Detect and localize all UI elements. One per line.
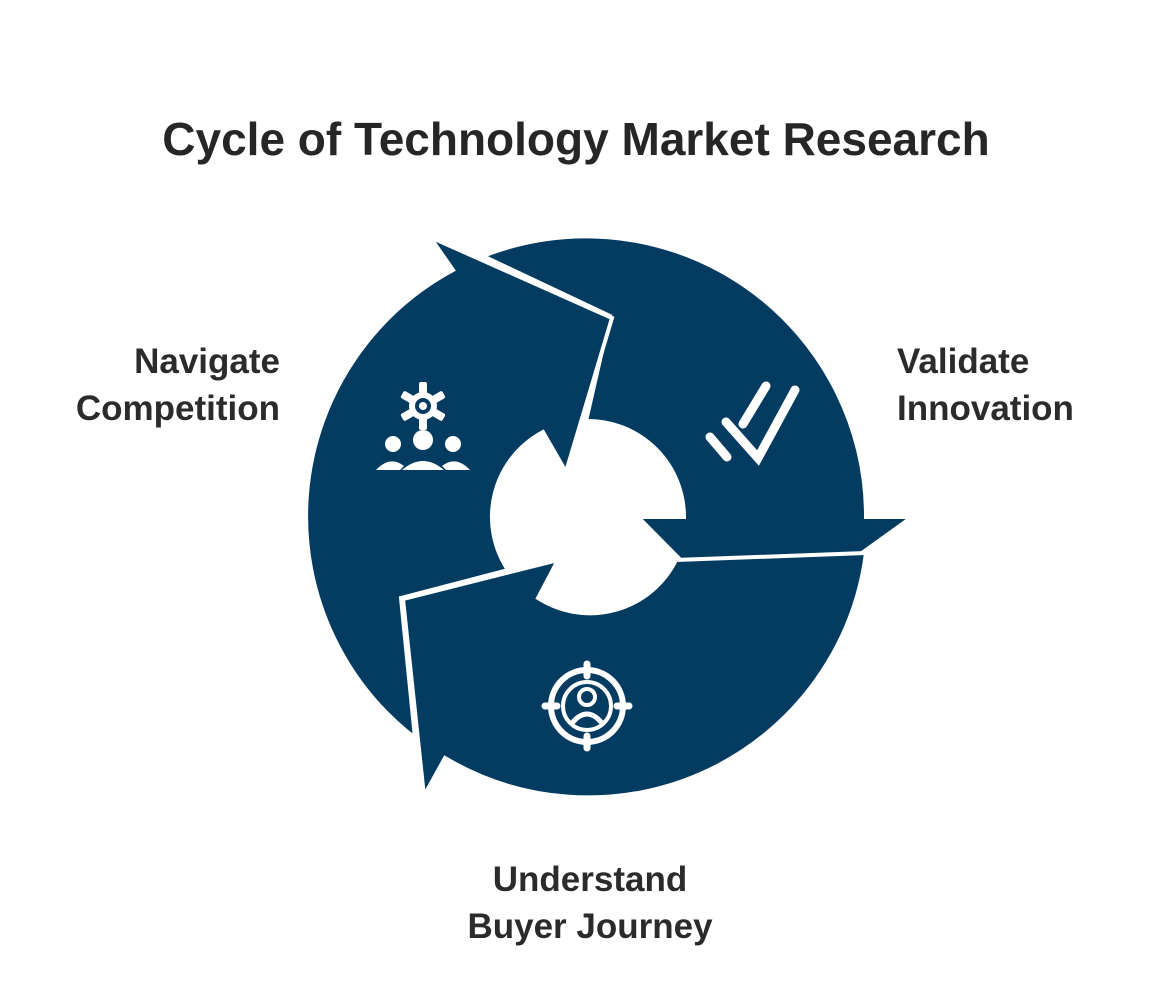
segment-validate-innovation xyxy=(477,234,919,635)
label-validate-line2: Innovation xyxy=(897,389,1074,428)
label-navigate-line2: Competition xyxy=(75,389,280,428)
label-validate-line1: Validate xyxy=(897,342,1030,381)
segment-understand-buyer-journey xyxy=(400,550,869,803)
label-navigate-line1: Navigate xyxy=(134,342,280,381)
label-buyer-line1: Understand xyxy=(492,860,688,899)
diagram-title: Cycle of Technology Market Research xyxy=(162,113,990,165)
label-understand-buyer-journey: Understand Buyer Journey xyxy=(390,856,790,950)
label-validate-innovation: Validate Innovation xyxy=(897,338,1074,432)
label-buyer-line2: Buyer Journey xyxy=(467,907,713,946)
double-check-icon xyxy=(705,381,800,466)
label-navigate-competition: Navigate Competition xyxy=(40,338,280,432)
target-user-icon xyxy=(541,660,633,752)
segment-navigate-competition xyxy=(304,232,615,743)
team-gear-icon xyxy=(376,382,470,470)
